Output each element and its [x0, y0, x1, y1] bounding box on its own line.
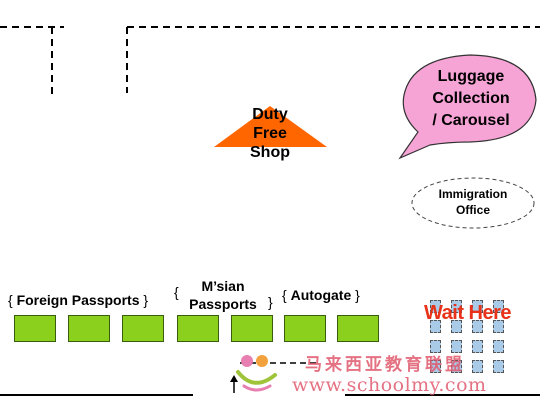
immigration-line-2: Office [455, 203, 490, 217]
foreign-passports-label: Foreign Passports [16, 292, 140, 308]
brace-close: } [351, 287, 360, 303]
autogate-section: { Autogate } [282, 285, 360, 305]
luggage-line-3: / Carousel [432, 112, 510, 129]
brace-open: { [8, 292, 17, 308]
brace-open: { [282, 287, 291, 303]
immigration-office-outline [411, 177, 535, 229]
msian-passport-booth [177, 315, 219, 342]
msian-line-1: M’sian [201, 278, 245, 294]
luggage-bubble [398, 54, 537, 160]
duty-free-shop-marker [214, 106, 327, 147]
luggage-line-1: Luggage [437, 68, 505, 85]
msian-passports-brace-close: } [268, 294, 273, 310]
duty-free-line-2: Free [253, 125, 287, 142]
msian-passports-section: M’sian Passports [180, 277, 266, 313]
watermark-url: www.schoolmy.com [292, 374, 487, 396]
autogate-label: Autogate [290, 287, 352, 303]
duty-free-line-3: Shop [250, 144, 290, 161]
immigration-office-label: Immigration Office [420, 186, 526, 218]
msian-passports-brace-open: { [174, 284, 179, 300]
luggage-collection-label: Luggage Collection / Carousel [412, 66, 530, 132]
autogate-booth [337, 315, 379, 342]
watermark-logo [236, 355, 277, 392]
wait-here-label: Wait Here [424, 302, 512, 324]
autogate-booth [284, 315, 326, 342]
up-arrow-icon [230, 375, 238, 393]
foreign-passport-booth [122, 315, 164, 342]
foreign-passport-booth [68, 315, 110, 342]
duty-free-line-1: Duty [252, 106, 288, 123]
immigration-line-1: Immigration [438, 187, 508, 201]
foreign-passport-booth [14, 315, 56, 342]
foreign-passports-section: { Foreign Passports } [8, 290, 148, 310]
brace-close: } [139, 292, 149, 308]
waiting-area-grid [428, 298, 512, 388]
watermark-chinese: 马来西亚教育联盟 [305, 355, 465, 375]
msian-line-2: Passports [189, 296, 257, 312]
duty-free-label: Duty Free Shop [238, 105, 302, 162]
luggage-line-2: Collection [432, 90, 510, 107]
msian-passport-booth [231, 315, 273, 342]
